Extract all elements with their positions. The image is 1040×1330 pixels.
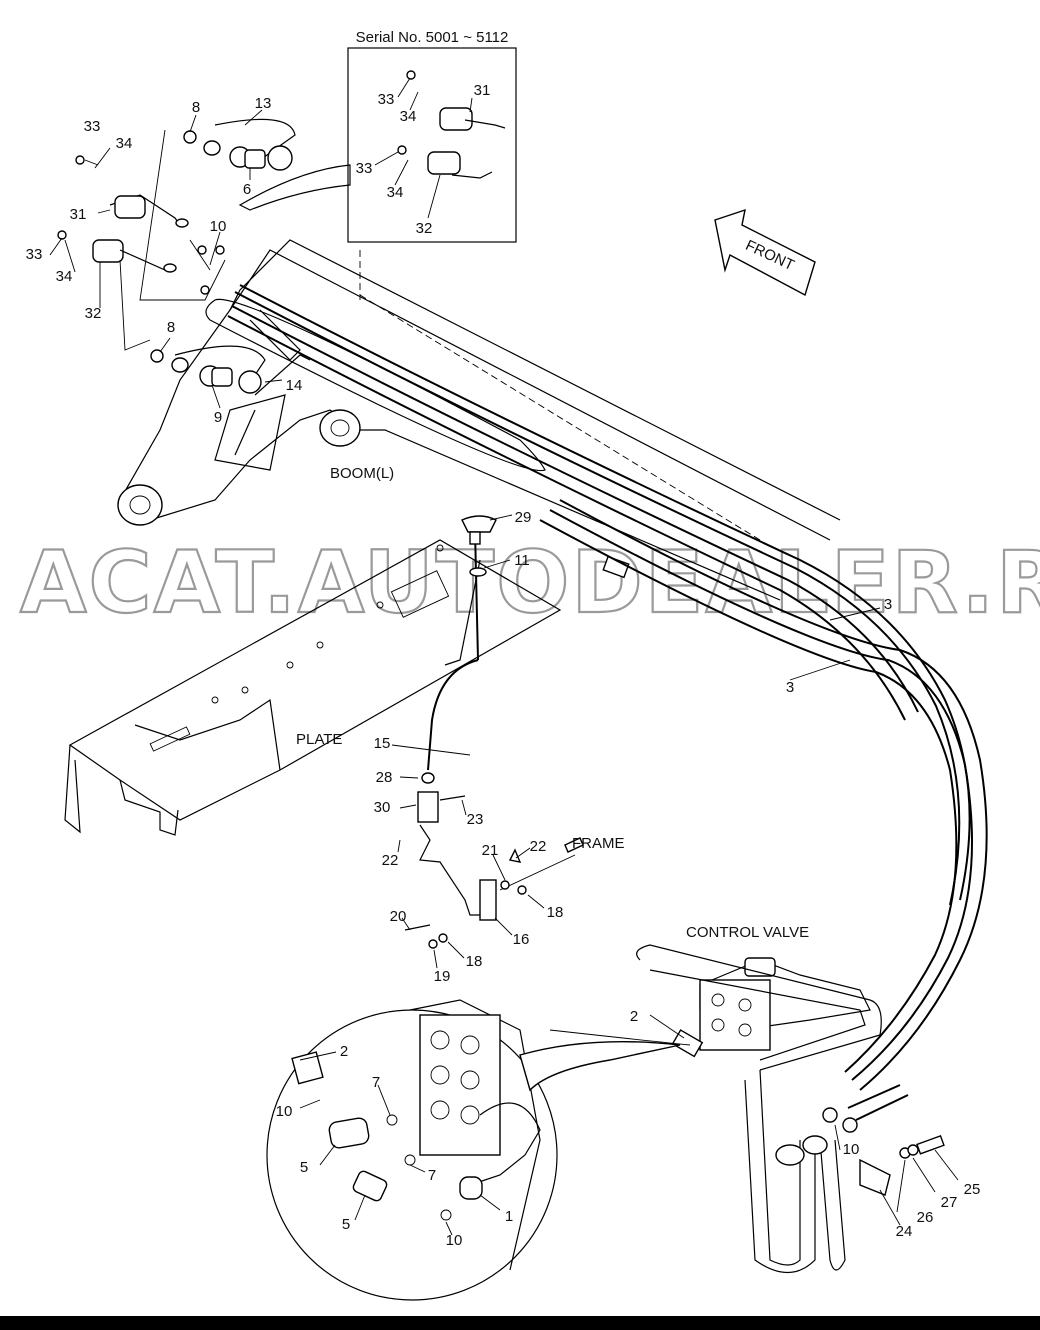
- callout-label: 33: [356, 160, 373, 177]
- callout-label: 3: [884, 596, 892, 613]
- callout-label: 10: [843, 1141, 860, 1158]
- callout-label: 33: [26, 246, 43, 263]
- callout-label: 32: [416, 220, 433, 237]
- callout-label: 28: [376, 769, 393, 786]
- pilot-line: [427, 515, 497, 771]
- frame-label: FRAME: [572, 835, 625, 852]
- callout-label: 29: [515, 509, 532, 526]
- callout-label: 34: [116, 135, 133, 152]
- callout-label: 14: [286, 377, 303, 394]
- callout-label: 10: [446, 1232, 463, 1249]
- callout-label: 9: [214, 409, 222, 426]
- callout-label: 2: [630, 1008, 638, 1025]
- callout-label: 34: [400, 108, 417, 125]
- callout-label: 32: [85, 305, 102, 322]
- callout-label: 15: [374, 735, 391, 752]
- callout-label: 8: [167, 319, 175, 336]
- callout-label: 5: [300, 1159, 308, 1176]
- callout-label: 31: [70, 206, 87, 223]
- callout-label: 31: [474, 82, 491, 99]
- callout-label: 1: [505, 1208, 513, 1225]
- callout-label: 23: [467, 811, 484, 828]
- plate-assembly: [64, 539, 562, 836]
- callout-label: 3: [786, 679, 794, 696]
- serial-box-title: Serial No. 5001 ~ 5112: [356, 29, 509, 46]
- callout-label: 13: [255, 95, 272, 112]
- front-arrow: FRONT: [714, 208, 816, 297]
- callout-label: 7: [428, 1167, 436, 1184]
- control-valve-label: CONTROL VALVE: [686, 924, 809, 941]
- callout-label: 33: [84, 118, 101, 135]
- callout-label: 26: [917, 1209, 934, 1226]
- callout-label: 21: [482, 842, 499, 859]
- callout-label: 18: [547, 904, 564, 921]
- callout-label: 10: [276, 1103, 293, 1120]
- frame-bracket: [404, 772, 584, 949]
- callout-label: 7: [372, 1074, 380, 1091]
- callout-label: 34: [56, 268, 73, 285]
- hose-assembly-3: [539, 499, 988, 1091]
- callout-label: 22: [382, 852, 399, 869]
- callout-label: 33: [378, 91, 395, 108]
- callout-label: 18: [466, 953, 483, 970]
- callout-label: 8: [192, 99, 200, 116]
- boom-fittings: [57, 118, 351, 394]
- plate-label: PLATE: [296, 731, 342, 748]
- callout-label: 6: [243, 181, 251, 198]
- serial-number-inset: Serial No. 5001 ~ 5112: [347, 29, 517, 243]
- callout-label: 30: [374, 799, 391, 816]
- callout-label: 27: [941, 1194, 958, 1211]
- callout-numbers: 8 13 33 34 6 31 10 33 34 32 8 14 9 33 34…: [26, 82, 981, 1249]
- bottom-bar: [0, 1316, 1040, 1330]
- callout-label: 19: [434, 968, 451, 985]
- callout-label: 34: [387, 184, 404, 201]
- leader-lines: [49, 77, 959, 1236]
- callout-label: 24: [896, 1223, 913, 1240]
- callout-label: 10: [210, 218, 227, 235]
- callout-label: 22: [530, 838, 547, 855]
- detail-inset: [266, 999, 681, 1301]
- callout-label: 25: [964, 1181, 981, 1198]
- callout-label: 20: [390, 908, 407, 925]
- callout-label: 16: [513, 931, 530, 948]
- callout-label: 11: [514, 552, 530, 569]
- watermark-text: ACAT.AUTODEALER.RU: [20, 533, 1040, 633]
- control-valve: [549, 944, 945, 1273]
- callout-label: 5: [342, 1216, 350, 1233]
- boom-label: BOOM(L): [330, 465, 394, 482]
- callout-label: 2: [340, 1043, 348, 1060]
